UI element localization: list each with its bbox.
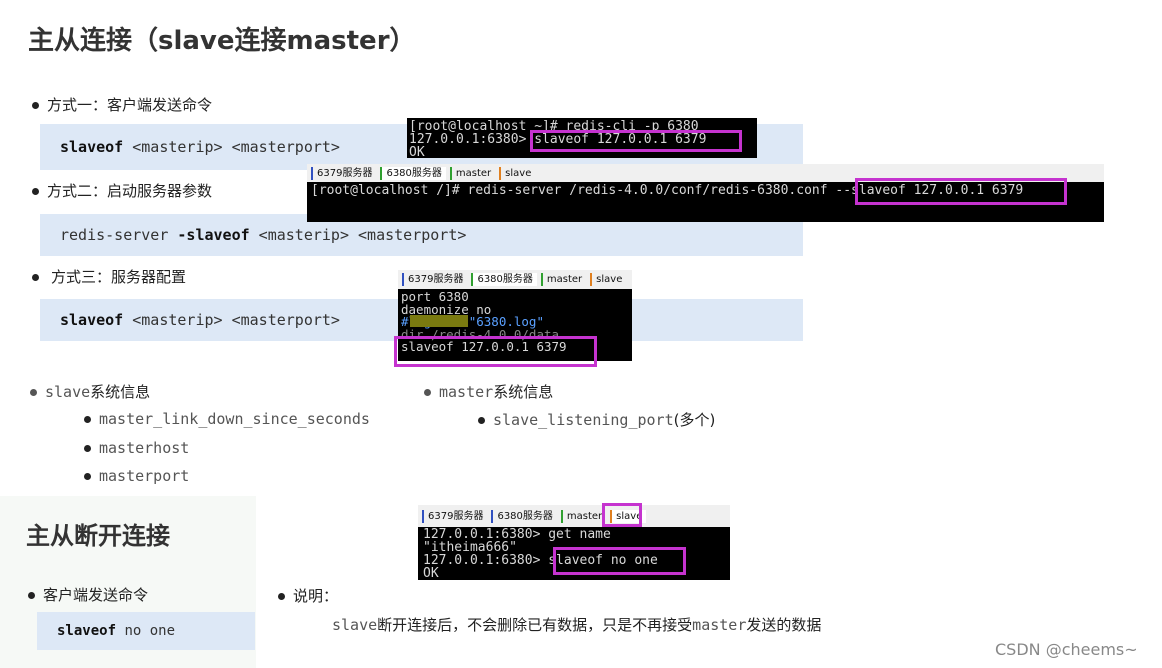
terminal-line: OK xyxy=(423,566,439,580)
tab-master[interactable]: master xyxy=(540,273,586,286)
tab-6379-server[interactable]: 6379服务器 xyxy=(311,166,376,180)
note-text: 发送的数据 xyxy=(746,616,822,634)
terminal-redis-cli: [root@localhost ~]# redis-cli -p 6380 12… xyxy=(407,118,757,158)
disconnect-note-label: 说明： xyxy=(293,587,339,605)
terminal3-tabbar: 6379服务器 6380服务器 master slave xyxy=(398,270,632,289)
slave-info-item: masterhost xyxy=(84,439,189,457)
method1-cmd-bold: slaveof xyxy=(60,138,124,156)
terminal-line: 127.0.0.1:6380> slaveof 127.0.0.1 6379 xyxy=(409,132,707,147)
tab-slave[interactable]: slave xyxy=(499,166,535,180)
tab-6379-server[interactable]: 6379服务器 xyxy=(422,509,487,523)
slave-info-item: masterport xyxy=(84,467,189,485)
highlight-box xyxy=(553,547,686,575)
disconnect-client-label: 客户端发送命令 xyxy=(43,586,149,604)
master-info-item-text: (多个) xyxy=(673,411,716,429)
tab-slave[interactable]: slave xyxy=(590,273,626,286)
method3-label: 方式三：服务器配置 xyxy=(51,268,187,286)
disconnect-note-bullet: 说明： xyxy=(278,585,338,606)
bullet-dot xyxy=(84,473,91,480)
terminal-line: 127.0.0.1:6380> get name xyxy=(423,527,611,542)
bullet-dot xyxy=(32,188,39,195)
tab-6380-server[interactable]: 6380服务器 xyxy=(471,273,537,286)
slave-info-text: 系统信息 xyxy=(90,383,151,401)
master-info-mono: master xyxy=(439,383,494,401)
terminal-line: OK xyxy=(409,145,425,158)
method3-bullet: 方式三：服务器配置 xyxy=(32,266,186,287)
disconnect-title: 主从断开连接 xyxy=(26,522,170,550)
terminal-line: [root@localhost ~]# redis-cli -p 6380 xyxy=(409,119,699,134)
method3-cmd-bold: slaveof xyxy=(60,311,124,329)
tab-6380-server[interactable]: 6380服务器 xyxy=(380,166,446,180)
slave-info-item-text: master_link_down_since_seconds xyxy=(99,410,370,428)
slave-info-item-text: masterhost xyxy=(99,439,190,457)
slave-info-heading: slave系统信息 xyxy=(30,381,150,402)
disconnect-code: slaveof no one xyxy=(37,612,255,650)
highlight-box xyxy=(855,178,1067,205)
bullet-dot xyxy=(278,593,285,600)
method1-label: 方式一：客户端发送命令 xyxy=(47,96,213,114)
bullet-dot xyxy=(84,445,91,452)
page-title: 主从连接（slave连接master） xyxy=(28,26,416,56)
terminal-line: 127.0.0.1:6380> slaveof no one xyxy=(423,553,658,568)
watermark: CSDN @cheems~ xyxy=(995,640,1138,659)
slave-info-mono: slave xyxy=(45,383,91,401)
master-info-heading: master系统信息 xyxy=(424,381,553,402)
note-mono: slave xyxy=(332,616,378,634)
disconnect-cmd-rest: no one xyxy=(116,623,176,639)
terminal-line: "itheima666" xyxy=(423,540,517,555)
bullet-dot xyxy=(84,416,91,423)
terminal-line: slaveof 127.0.0.1 6379 xyxy=(401,339,567,354)
terminal-slaveof-no-one: 127.0.0.1:6380> get name "itheima666" 12… xyxy=(418,527,730,580)
bullet-dot xyxy=(32,274,39,281)
tab-master[interactable]: master xyxy=(560,509,606,523)
master-info-item-mono: slave_listening_port xyxy=(493,411,674,429)
note-text: 断开连接后，不会删除已有数据，只是不再接受 xyxy=(377,616,693,634)
slave-info-item-text: masterport xyxy=(99,467,190,485)
method2-label: 方式二：启动服务器参数 xyxy=(47,182,213,200)
method2-cmd-bold: -slaveof xyxy=(177,226,250,244)
method3-cmd-rest: <masterip> <masterport> xyxy=(123,311,340,329)
disconnect-cmd-bold: slaveof xyxy=(57,623,117,639)
disconnect-client-bullet: 客户端发送命令 xyxy=(28,584,148,605)
disconnect-note: slave断开连接后，不会删除已有数据，只是不再接受master发送的数据 xyxy=(332,614,821,635)
terminal2-tabbar: 6379服务器 6380服务器 master slave xyxy=(307,164,1104,182)
bullet-dot xyxy=(424,389,431,396)
master-info-text: 系统信息 xyxy=(493,383,554,401)
method2-cmd-pre: redis-server xyxy=(60,226,178,244)
method2-cmd-rest: <masterip> <masterport> xyxy=(249,226,467,244)
terminal4-tabbar: 6379服务器 6380服务器 master slave xyxy=(418,505,730,527)
method1-cmd-rest: <masterip> <masterport> xyxy=(123,138,340,156)
tab-6379-server[interactable]: 6379服务器 xyxy=(402,273,467,286)
tab-slave[interactable]: slave xyxy=(610,509,647,523)
redaction-bar xyxy=(410,315,468,327)
master-info-item: slave_listening_port(多个) xyxy=(478,409,715,430)
bullet-dot xyxy=(30,389,37,396)
terminal-line: daemonize no xyxy=(401,301,492,317)
tab-6380-server[interactable]: 6380服务器 xyxy=(491,509,556,523)
method2-bullet: 方式二：启动服务器参数 xyxy=(32,180,212,201)
bullet-dot xyxy=(478,417,485,424)
highlight-box xyxy=(530,130,742,152)
note-mono: master xyxy=(692,616,747,634)
highlight-box xyxy=(394,336,597,367)
highlight-box xyxy=(602,503,642,527)
terminal-line-highlight: --slaveof 127.0.0.1 6379 xyxy=(827,183,1024,198)
terminal-line-pre: [root@localhost /]# redis-server /redis-… xyxy=(311,183,828,198)
bullet-dot xyxy=(28,592,35,599)
slave-info-item: master_link_down_since_seconds xyxy=(84,410,370,428)
bullet-dot xyxy=(32,102,39,109)
terminal-line: port 6380 xyxy=(401,289,469,304)
method1-bullet: 方式一：客户端发送命令 xyxy=(32,94,212,115)
tab-master[interactable]: master xyxy=(449,166,495,180)
